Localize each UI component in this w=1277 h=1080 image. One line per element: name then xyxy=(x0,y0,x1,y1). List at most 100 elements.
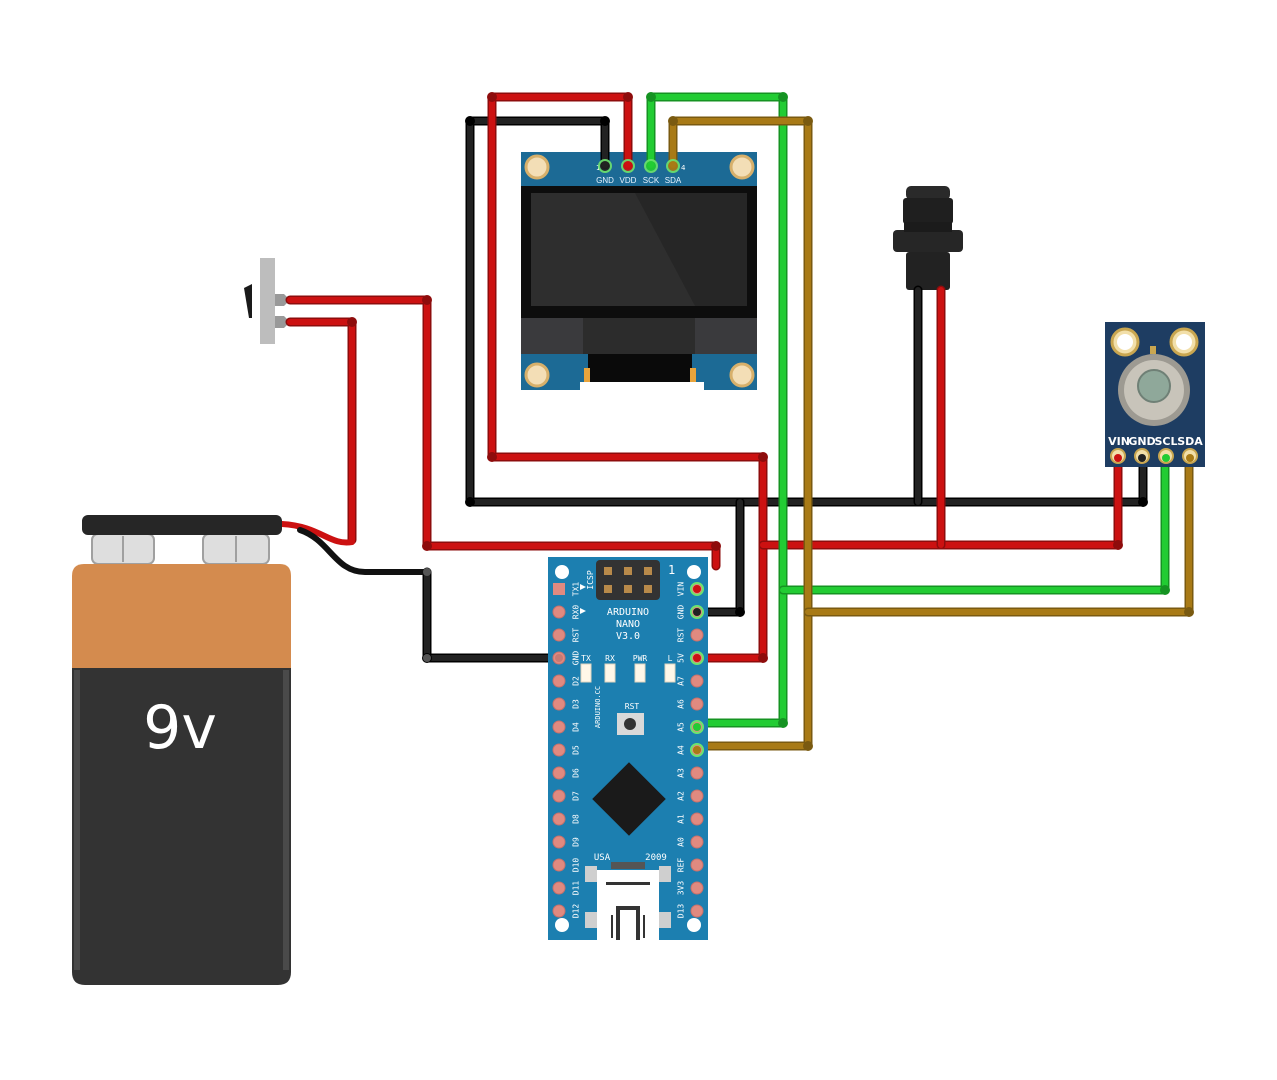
rx-arrow-icon xyxy=(580,608,586,614)
nano-pin-d10[interactable] xyxy=(552,858,566,872)
nano-pin-label: D8 xyxy=(572,814,581,824)
nano-pin-label: VIN xyxy=(677,582,686,597)
slide-switch[interactable] xyxy=(244,258,290,344)
wire-bend-point[interactable] xyxy=(1113,540,1123,550)
tx-arrow-icon xyxy=(580,584,586,590)
nano-pin-d8[interactable] xyxy=(552,812,566,826)
nano-pin-a0[interactable] xyxy=(690,835,704,849)
nano-pin-d2[interactable] xyxy=(552,674,566,688)
nano-pin-a3[interactable] xyxy=(690,766,704,780)
wire-bend-point[interactable] xyxy=(758,452,768,462)
wire-bend-point[interactable] xyxy=(803,116,813,126)
wire-oled-gnd[interactable] xyxy=(467,118,1146,505)
wire-bend-point[interactable] xyxy=(668,116,678,126)
wire-battery-to-switch[interactable] xyxy=(287,319,355,543)
nano-title-3: V3.0 xyxy=(616,631,640,642)
nano-pin-ref[interactable] xyxy=(690,858,704,872)
nano-pin-d12[interactable] xyxy=(552,904,566,918)
oled-pin-sda[interactable] xyxy=(666,159,680,173)
wire-bend-point[interactable] xyxy=(735,607,745,617)
nano-pin-d13[interactable] xyxy=(690,904,704,918)
nano-title-2: NANO xyxy=(616,619,640,630)
oled-pin-sck[interactable] xyxy=(644,159,658,173)
nano-pin-rx0[interactable] xyxy=(552,605,566,619)
wire-bend-point[interactable] xyxy=(423,654,431,662)
nano-pin-a1[interactable] xyxy=(690,812,704,826)
wire-bend-point[interactable] xyxy=(1184,607,1194,617)
nano-pin-label: A7 xyxy=(677,676,686,686)
wire-bend-point[interactable] xyxy=(422,295,432,305)
wire-bend-point[interactable] xyxy=(1160,585,1170,595)
switch-terminal xyxy=(275,316,290,328)
wires xyxy=(279,92,1194,751)
screen-reflection xyxy=(635,193,747,306)
oled-flex-shadow xyxy=(583,318,695,354)
nano-pin-tx1[interactable] xyxy=(553,583,565,595)
flex-edge xyxy=(584,368,590,388)
wire-bend-point[interactable] xyxy=(423,568,431,576)
wire-battery-neg[interactable] xyxy=(424,569,555,661)
jack-base xyxy=(906,252,950,290)
wire-bend-point[interactable] xyxy=(758,653,768,663)
nano-pin-d5[interactable] xyxy=(552,743,566,757)
wire-bend-point[interactable] xyxy=(623,92,633,102)
nano-pin-d9[interactable] xyxy=(552,835,566,849)
nano-pin-d7[interactable] xyxy=(552,789,566,803)
wire-bend-point[interactable] xyxy=(778,92,788,102)
led-pwr xyxy=(634,663,646,683)
nano-pin-label: RX0 xyxy=(572,605,581,620)
nano-mount-hole xyxy=(687,565,701,579)
battery-body xyxy=(72,668,291,985)
wire-sensor-scl[interactable] xyxy=(780,457,1168,593)
wire-bend-point[interactable] xyxy=(711,541,721,551)
nano-pin-a6[interactable] xyxy=(690,697,704,711)
switch-lever[interactable] xyxy=(244,284,252,318)
nano-pin-d6[interactable] xyxy=(552,766,566,780)
sensor-pin-label-vin: VIN xyxy=(1108,435,1130,448)
hole-center xyxy=(1117,334,1133,350)
oled-pin4-number: 4 xyxy=(681,164,686,172)
nano-pin-3v3[interactable] xyxy=(690,881,704,895)
nano-pin-d11[interactable] xyxy=(552,881,566,895)
wire-bend-point[interactable] xyxy=(487,92,497,102)
nano-pin-a7[interactable] xyxy=(690,674,704,688)
nano-mount-hole xyxy=(555,565,569,579)
nano-pin-label: D4 xyxy=(572,722,581,732)
nano-pin-d3[interactable] xyxy=(552,697,566,711)
nano-pin-rst[interactable] xyxy=(690,628,704,642)
wire-bend-point[interactable] xyxy=(347,317,357,327)
nano-mount-hole xyxy=(687,918,701,932)
icsp-pin xyxy=(624,585,632,593)
nano-pin-d4[interactable] xyxy=(552,720,566,734)
usb-connector[interactable] xyxy=(585,862,671,940)
wire-bend-point[interactable] xyxy=(600,116,610,126)
wire-bend-point[interactable] xyxy=(778,718,788,728)
wire-bend-point[interactable] xyxy=(465,116,475,126)
wire-endpoints xyxy=(598,159,680,173)
wire-bend-point[interactable] xyxy=(422,541,432,551)
reset-button-cap[interactable] xyxy=(624,718,636,730)
nano-pin-label: GND xyxy=(572,651,581,666)
nano-pin-rst[interactable] xyxy=(552,628,566,642)
nano-title-1: ARDUINO xyxy=(607,607,649,618)
oled-pin-gnd[interactable] xyxy=(598,159,612,173)
wire-bend-point[interactable] xyxy=(1138,497,1148,507)
nano-pin-wire-end xyxy=(693,654,701,662)
nano-pin-a2[interactable] xyxy=(690,789,704,803)
led-label-tx: TX xyxy=(581,654,591,663)
nano-pin-label: D13 xyxy=(677,904,686,919)
flex-tail xyxy=(580,382,704,390)
wire-bend-point[interactable] xyxy=(487,452,497,462)
sensor-pin-label-sda: SDA xyxy=(1177,435,1203,448)
wire-bend-point[interactable] xyxy=(646,92,656,102)
usb-shield-tab xyxy=(659,912,671,928)
oled-pin-vdd[interactable] xyxy=(621,159,635,173)
wire-bend-point[interactable] xyxy=(465,497,475,507)
nano-pins: TX1RX0RSTGNDD2D3D4D5D6D7D8D9D10D11D12VIN… xyxy=(552,582,704,919)
wire-bend-point[interactable] xyxy=(803,741,813,751)
oled-pin-label-sck: SCK xyxy=(643,176,660,185)
nano-pin-label: D11 xyxy=(572,881,581,896)
led-l xyxy=(664,663,676,683)
battery-voltage-label: 9v xyxy=(143,693,217,763)
